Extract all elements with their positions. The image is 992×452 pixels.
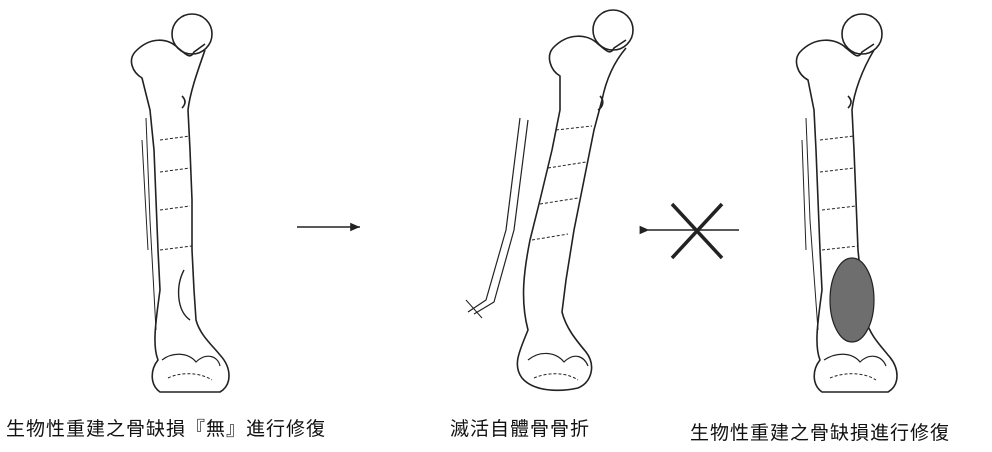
femur-middle-icon: [466, 10, 633, 390]
caption-left: 生物性重建之骨缺損『無』進行修復: [6, 414, 326, 441]
left-arrow-crossed-icon: [648, 204, 739, 258]
diagram-figures: [0, 0, 992, 410]
caption-middle: 滅活自體骨骨折: [450, 414, 590, 441]
bone-defect-graft: [830, 258, 874, 342]
caption-right: 生物性重建之骨缺損進行修復: [690, 418, 950, 445]
femur-left-icon: [131, 14, 229, 392]
